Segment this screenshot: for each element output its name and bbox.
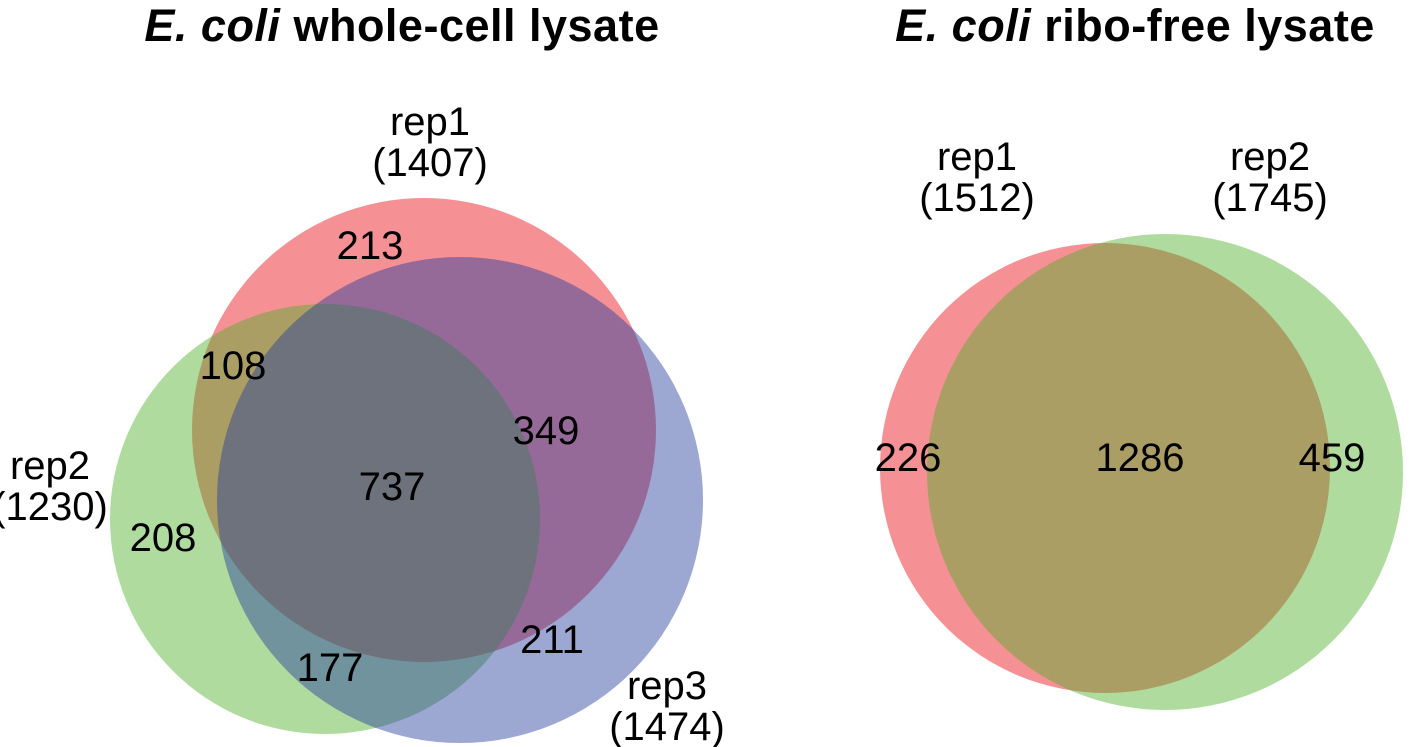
venn1-rep2-total: (1230) — [0, 485, 108, 529]
venn2-rep1-total: (1512) — [919, 176, 1035, 220]
venn2-rep1-label: rep1 (1512) — [919, 134, 1035, 220]
venn2-rep2-circle — [927, 234, 1403, 710]
venn1-count-rep1-only: 213 — [336, 224, 404, 268]
venn1-count-rep2-rep3: 177 — [296, 646, 364, 690]
venn1-count-rep1-rep3: 349 — [512, 409, 580, 453]
panel2-title-rest: ribo-free lysate — [1031, 0, 1375, 51]
venn2-rep2-name: rep2 — [1229, 134, 1311, 179]
venn1-rep1-total: (1407) — [372, 141, 488, 185]
venn2-count-overlap: 1286 — [1095, 436, 1185, 480]
venn2-rep2-label: rep2 (1745) — [1212, 134, 1328, 220]
venn1-rep2-label: rep2 (1230) — [0, 443, 108, 529]
panel1-title-species: E. coli — [144, 0, 281, 51]
venn2-circles — [880, 234, 1403, 710]
venn2-rep1-name: rep1 — [936, 134, 1018, 179]
venn1-rep3-label: rep3 (1474) — [609, 663, 725, 747]
venn1-rep3-circle — [217, 257, 703, 743]
venn1-rep1-label: rep1 (1407) — [372, 99, 488, 185]
venn1-rep2-circle — [110, 304, 540, 734]
venn1-rep3-name: rep3 — [626, 663, 708, 708]
panel1-title: E. coli whole-cell lysate — [144, 0, 659, 52]
venn1-rep3-total: (1474) — [609, 705, 725, 747]
panel2-title-species: E. coli — [895, 0, 1032, 51]
venn1-count-rep3-only: 211 — [520, 618, 584, 662]
venn2-count-rep1-only: 226 — [874, 436, 942, 480]
panel2-title: E. coli ribo-free lysate — [895, 0, 1375, 52]
venn1-count-center: 737 — [358, 465, 426, 509]
venn1-rep1-name: rep1 — [389, 99, 471, 144]
venn1-rep2-name: rep2 — [9, 443, 91, 488]
venn1-count-rep1-rep2: 108 — [199, 344, 267, 388]
panel1-title-rest: whole-cell lysate — [280, 0, 660, 51]
venn2-count-rep2-only: 459 — [1298, 436, 1366, 480]
venn2-rep1-circle — [880, 243, 1330, 693]
venn2-rep2-total: (1745) — [1212, 176, 1328, 220]
venn1-circles — [110, 198, 703, 743]
venn1-count-rep2-only: 208 — [129, 516, 197, 560]
venn1-rep1-circle — [192, 198, 656, 662]
